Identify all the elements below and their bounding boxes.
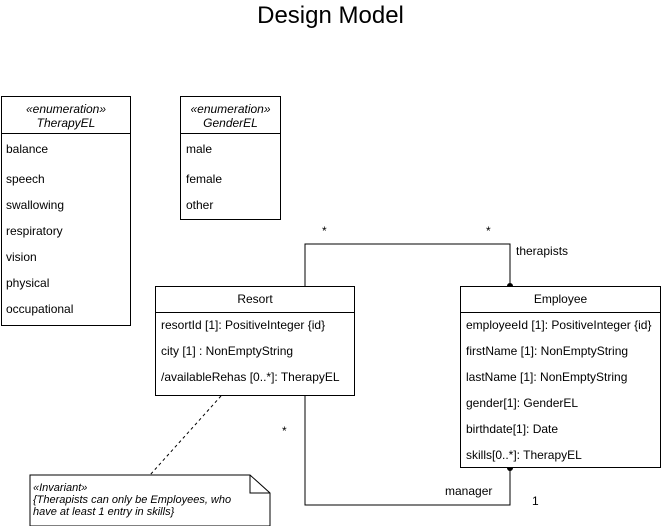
- diagram-title: Design Model: [257, 2, 404, 29]
- therapists-mult-resort: *: [322, 224, 327, 238]
- therapy-literal: occupational: [6, 302, 74, 316]
- therapists-association-line: [304, 243, 511, 286]
- therapy-enum-name: TherapyEL: [36, 116, 96, 130]
- note-anchor-line: [149, 395, 222, 476]
- therapy-literal: respiratory: [6, 224, 63, 238]
- resort-attribute: /availableRehas [0..*]: TherapyEL: [161, 370, 340, 384]
- employee-attribute: birthdate[1]: Date: [466, 422, 559, 436]
- manager-association-line: [304, 396, 511, 506]
- manager-role-label: manager: [445, 484, 493, 498]
- therapists-role-label: therapists: [516, 244, 569, 258]
- employee-attribute: firstName [1]: NonEmptyString: [466, 344, 629, 358]
- therapy-literal: swallowing: [6, 198, 65, 212]
- resort-class-name: Resort: [237, 292, 273, 306]
- gender-literal: other: [186, 198, 214, 212]
- gender-literal: female: [186, 172, 223, 186]
- manager-mult-employee: 1: [532, 494, 539, 508]
- therapy-literal: balance: [6, 142, 49, 156]
- employee-class-name: Employee: [533, 292, 588, 306]
- employee-attribute: employeeId [1]: PositiveInteger {id}: [466, 318, 652, 332]
- gender-enum-name: GenderEL: [203, 116, 258, 130]
- resort-attribute: city [1] : NonEmptyString: [161, 344, 294, 358]
- gender-literal: male: [186, 142, 213, 156]
- invariant-note-text: «Invariant» {Therapists can only be Empl…: [33, 482, 231, 518]
- resort-attribute: resortId [1]: PositiveInteger {id}: [161, 318, 326, 332]
- invariant-line-2: have at least 1 entry in skills}: [33, 506, 175, 518]
- therapy-literal: vision: [6, 250, 37, 264]
- invariant-note-shape: [29, 474, 271, 526]
- resort-class-box[interactable]: Resort: [155, 286, 355, 396]
- therapy-enum-stereotype: «enumeration»: [25, 102, 107, 116]
- therapy-literal: physical: [6, 276, 50, 290]
- gender-enum-stereotype: «enumeration»: [190, 102, 271, 116]
- employee-attribute: gender[1]: GenderEL: [466, 396, 579, 410]
- employee-attribute: lastName [1]: NonEmptyString: [466, 370, 628, 384]
- therapy-literal: speech: [6, 172, 45, 186]
- therapy-enum-box[interactable]: «enumeration» TherapyEL: [1, 96, 131, 326]
- gender-enum-box[interactable]: «enumeration» GenderEL: [180, 96, 281, 220]
- therapists-mult-employee: *: [486, 224, 491, 238]
- manager-mult-resort: *: [282, 424, 287, 438]
- employee-attribute: skills[0..*]: TherapyEL: [466, 448, 582, 462]
- invariant-line-1: {Therapists can only be Employees, who: [33, 494, 232, 506]
- invariant-stereotype: «Invariant»: [33, 482, 88, 494]
